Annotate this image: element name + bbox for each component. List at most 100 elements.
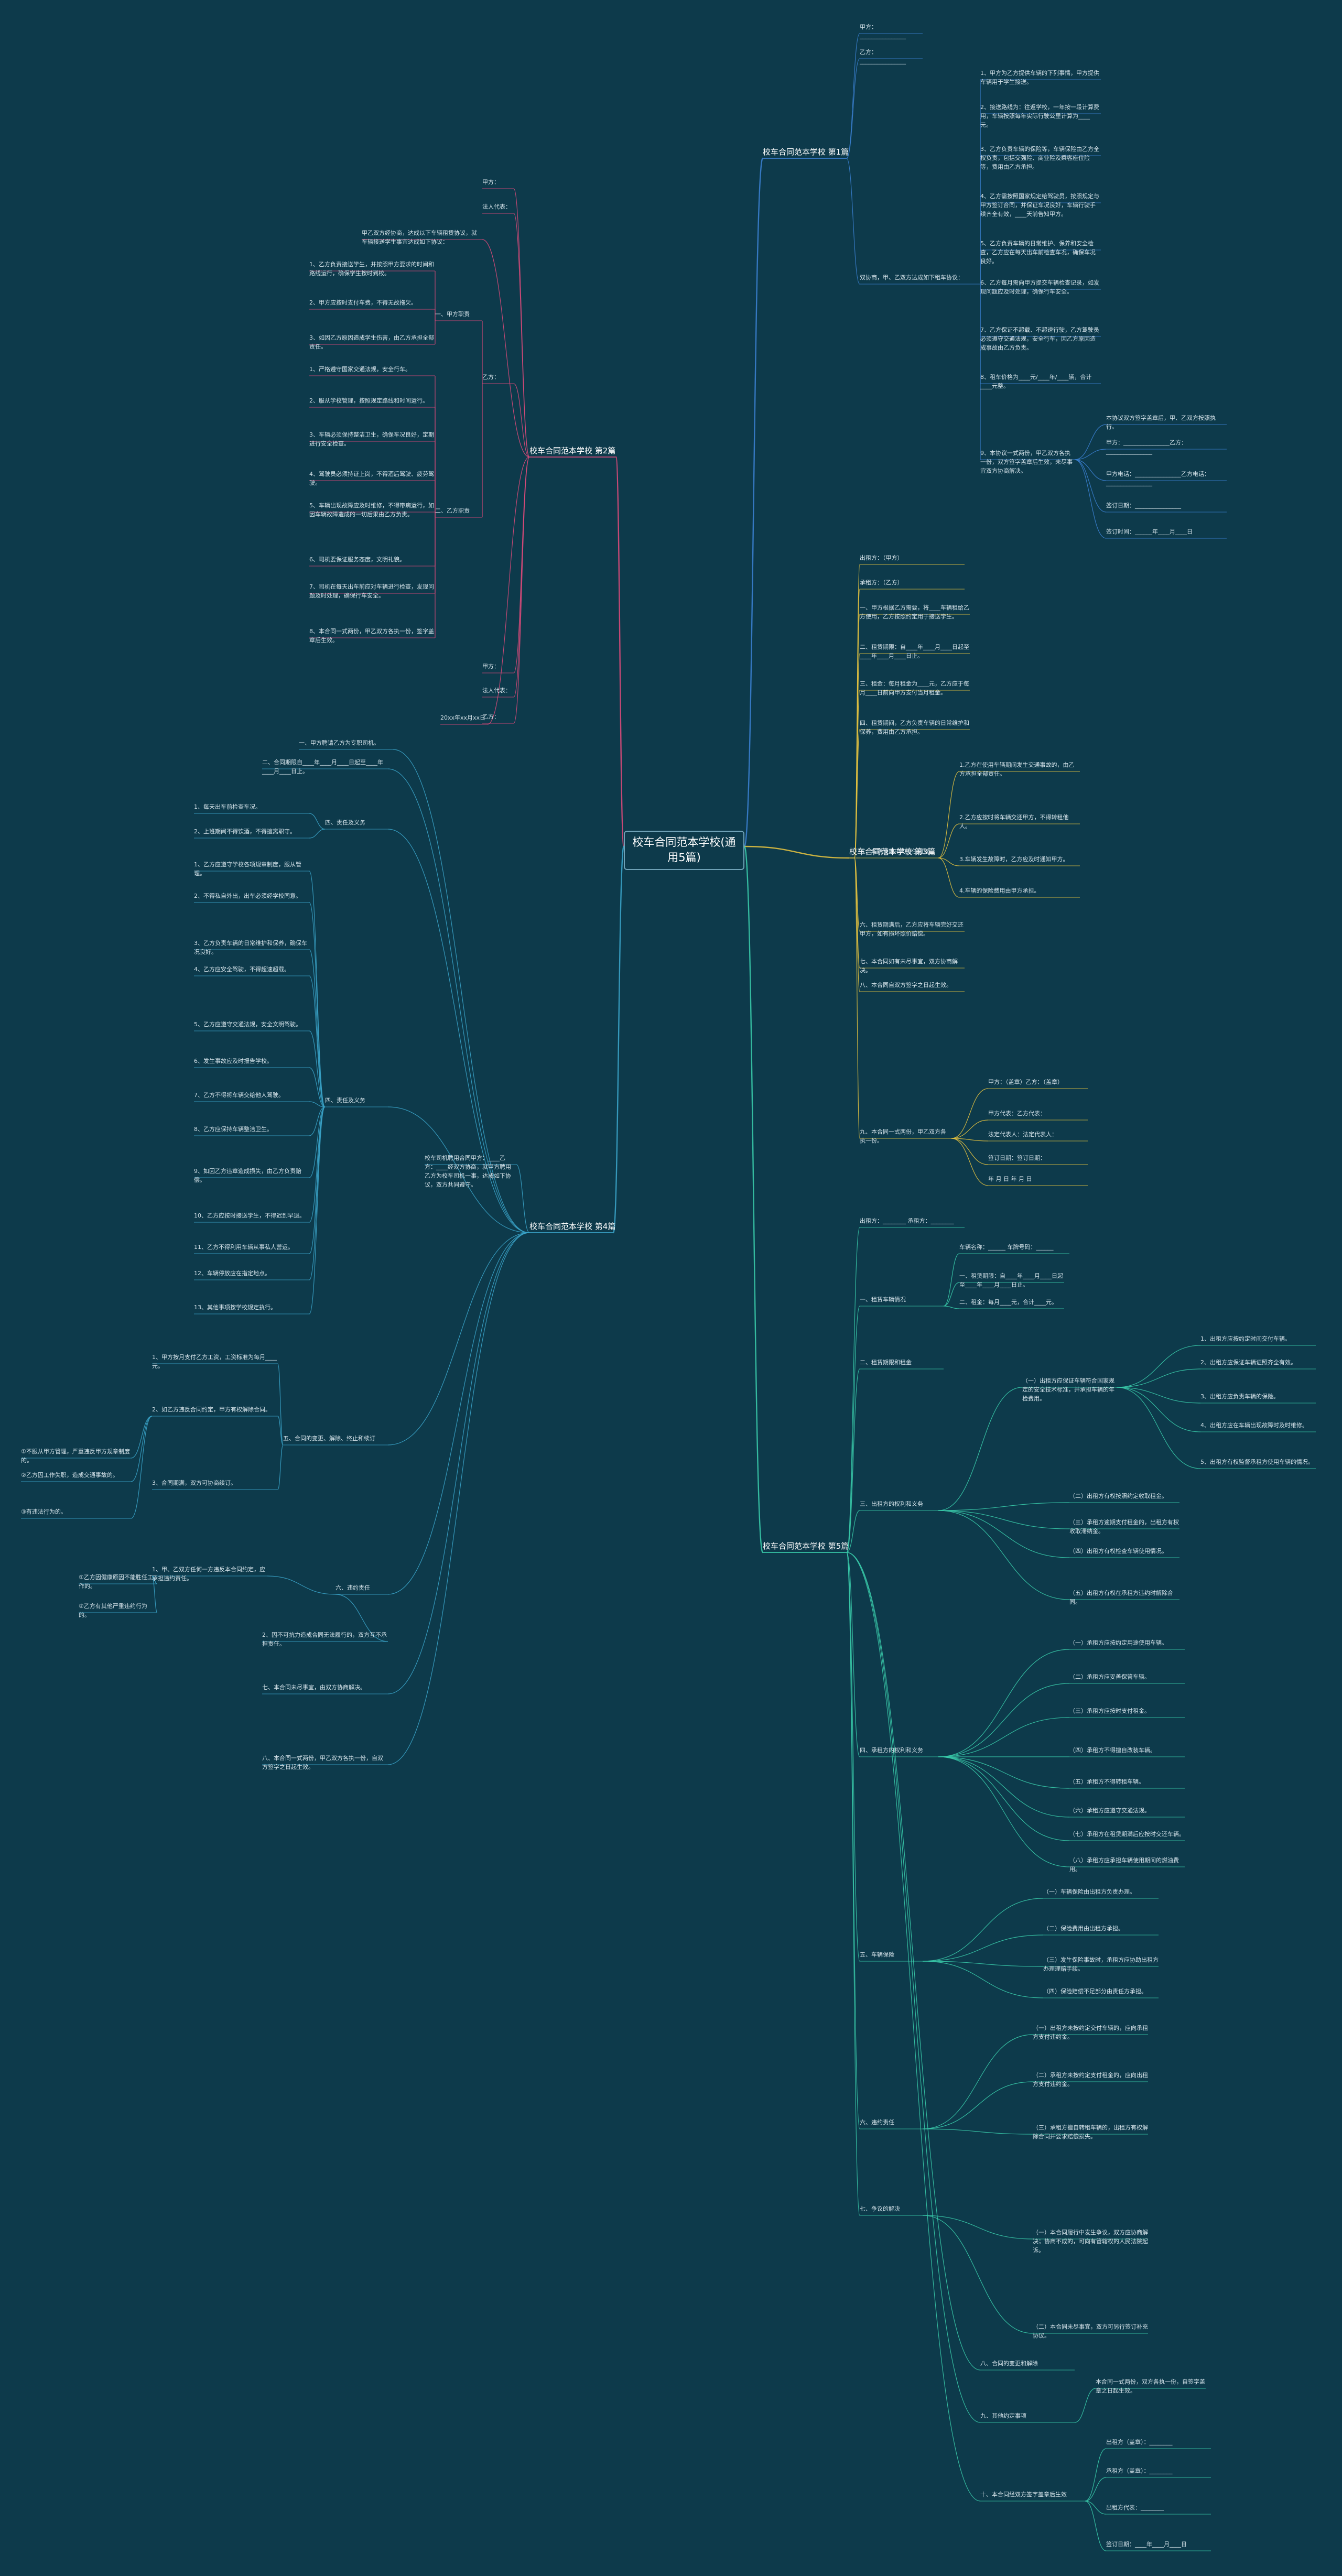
connector xyxy=(938,1717,1070,1757)
connector xyxy=(387,768,530,1233)
node-c5-g1a: 车辆名称：______ 车牌号码：______ xyxy=(959,1244,1054,1251)
node-c5-g5a-0: （一）车辆保险由出租方负责办理。 xyxy=(1043,1888,1135,1895)
node-c3-items-2: 三、租金：每月租金为____元，乙方应于每月____日前向甲方支付当月租金。 xyxy=(860,680,969,697)
connector xyxy=(1074,459,1107,539)
connector xyxy=(309,1106,326,1280)
node-c2-a_duties-2: 3、如因乙方原因造成学生伤害，由乙方承担全部责任。 xyxy=(309,334,434,351)
connector xyxy=(393,749,530,1233)
node-c5-g5a-2: （三）发生保险事故时，承租方应协助出租方办理理赔手续。 xyxy=(1043,1957,1159,1973)
node-c4-duties-12: 11、乙方不得利用车辆从事私人营运。 xyxy=(194,1244,294,1251)
node-c1-items-1: 2、接送路线为：往返学校，一年按一段计算费用，车辆按照每年实际行驶公里计算为__… xyxy=(980,104,1099,129)
node-c4-wages-0: 1、甲方按月支付乙方工资，工资标准为每月____元。 xyxy=(152,1354,277,1370)
connector xyxy=(846,1552,860,2216)
node-chapters-2: 校车合同范本学校 第3篇 xyxy=(849,847,936,856)
node-c5-g1b-0: 一、租赁期限：自____年____月____日起至____年____月____日… xyxy=(959,1273,1063,1289)
node-c2-a_duties-0: 1、乙方负责接送学生，并按照甲方要求的时间和路线运行，确保学生按时到校。 xyxy=(309,261,434,277)
connector xyxy=(846,1552,981,2371)
connector xyxy=(938,1502,1070,1511)
node-c4-duties-14: 13、其他事项按学校规定执行。 xyxy=(194,1304,276,1311)
node-c3-sign-3: 签订日期：签订日期： xyxy=(988,1155,1046,1161)
node-c5-g7a-1: （二）本合同未尽事宜，双方可另行签订补充协议。 xyxy=(1033,2323,1148,2340)
connector xyxy=(938,857,960,898)
connector xyxy=(922,2034,1033,2129)
connector xyxy=(922,2128,1033,2135)
connector xyxy=(938,1756,1070,1841)
connector xyxy=(387,1232,530,1445)
node-c2-sign_contact: 法人代表： xyxy=(482,687,511,694)
node-c4-duties-1: 2、上班期间不得饮酒，不得擅离职守。 xyxy=(194,828,296,835)
node-c3-fields-0: 出租方：（甲方） xyxy=(860,555,903,561)
node-c4-notes-1: 2、因不可抗力造成合同无法履行的，双方互不承担责任。 xyxy=(262,1632,387,1648)
node-c4-notes-0: 1、甲、乙双方任何一方违反本合同约定，应承担违约责任。 xyxy=(152,1566,265,1582)
node-c2-b_duties-7: 8、本合同一式两份，甲乙双方各执一份，签字盖章后生效。 xyxy=(309,628,434,644)
node-c3-tail-2: 八、本合同自双方签字之日起生效。 xyxy=(860,982,952,988)
node-c2-sign_a: 甲方： xyxy=(482,663,500,670)
node-c1-items-2: 3、乙方负责车辆的保险等，车辆保险由乙方全权负责，包括交强险、商业险及乘客座位险… xyxy=(980,146,1099,171)
node-c5-g7a-0: （一）本合同履行中发生争议，双方应协商解决；协商不成的，可向有管辖权的人民法院起… xyxy=(1033,2229,1148,2254)
node-c3-sub_items-1: 2.乙方应按时将车辆交还甲方，不得转租他人。 xyxy=(959,814,1069,830)
node-c4-duty_label: 四、责任及义务 xyxy=(325,819,365,826)
connector xyxy=(938,823,960,858)
connector xyxy=(922,1898,1044,1962)
node-c5-g2: 二、租赁期限和租金 xyxy=(860,1359,912,1366)
connector xyxy=(387,829,530,1233)
node-c3-sub_items-2: 3.车辆发生故障时，乙方应及时通知甲方。 xyxy=(959,856,1069,863)
connector xyxy=(943,1253,960,1307)
node-c5-g9a: 本合同一式两份，双方各执一份，自签字盖章之日起生效。 xyxy=(1096,2378,1205,2395)
node-c3-sign-1: 甲方代表：乙方代表： xyxy=(988,1110,1046,1117)
connector xyxy=(951,1088,989,1139)
node-c5-g3c-2: （四）出租方有权检查车辆使用情况。 xyxy=(1069,1548,1167,1555)
node-c2-contact_a: 法人代表： xyxy=(482,203,511,210)
node-c4-top-0: 一、甲方聘请乙方为专职司机。 xyxy=(299,740,380,746)
node-c4-duties-6: 5、乙方应遵守交通法规，安全文明驾驶。 xyxy=(194,1021,301,1028)
node-c5-g5a-1: （二）保险费用由出租方承担。 xyxy=(1043,1925,1124,1932)
connector xyxy=(951,1119,989,1139)
connector xyxy=(309,1101,326,1107)
connector xyxy=(131,1416,153,1482)
connector xyxy=(1116,1368,1201,1388)
node-c2-b_duties-5: 6、司机要保证服务态度，文明礼貌。 xyxy=(309,556,405,563)
node-c2-a_duties-1: 2、甲方应按时支付车费，不得无故拖欠。 xyxy=(309,299,417,306)
connector xyxy=(743,157,764,847)
node-c1-sign-2: 签订日期：________________ xyxy=(1106,502,1181,509)
node-c3-sign-0: 甲方：（盖章）乙方：（盖章） xyxy=(988,1079,1063,1085)
node-c5-g3b-1: 2、出租方应保证车辆证照齐全有效。 xyxy=(1200,1359,1296,1366)
node-c5-sign-2: 出租方代表：________ xyxy=(1106,2504,1164,2511)
node-c5-g3c-1: （三）承租方逾期支付租金的，出租方有权收取滞纳金。 xyxy=(1069,1519,1179,1535)
node-chapters-3: 校车合同范本学校 第4篇 xyxy=(529,1222,616,1231)
node-c5-g3c-0: （二）出租方有权按照约定收取租金。 xyxy=(1069,1493,1167,1499)
connector xyxy=(951,1138,989,1165)
node-c5-g3c-3: （五）出租方有权在承租方违约时解除合同。 xyxy=(1069,1590,1173,1606)
node-c3-fields-1: 承租方：（乙方） xyxy=(860,579,903,586)
connector xyxy=(854,857,860,1139)
connector xyxy=(387,1232,530,1595)
connector xyxy=(151,1575,158,1613)
node-c5-g7: 七、争议的解决 xyxy=(860,2205,900,2212)
connector xyxy=(854,729,860,858)
connector xyxy=(938,1387,1023,1511)
connector xyxy=(922,1961,1044,1998)
node-c4-end-0: 七、本合同未尽事宜，由双方协商解决。 xyxy=(262,1684,366,1691)
node-c4-duties-0: 1、每天出车前检查车况。 xyxy=(194,803,261,810)
node-c4-side-1: ②乙方因工作失职，造成交通事故的。 xyxy=(21,1472,118,1479)
connector xyxy=(309,902,326,1107)
node-c4-wage_label: 五、合同的变更、解除、终止和续订 xyxy=(283,1435,375,1442)
node-c5-g10: 十、本合同经双方签字盖章后生效 xyxy=(980,2491,1067,2498)
connector xyxy=(846,1552,860,2129)
connector xyxy=(1074,424,1107,460)
connector xyxy=(938,1683,1070,1757)
node-c1-party_a: 甲方：________________ xyxy=(860,24,906,40)
connector xyxy=(1074,449,1107,460)
connector xyxy=(938,1756,1070,1818)
node-c5-g6a-2: （三）承租方擅自转租车辆的，出租方有权解除合同并要求赔偿损失。 xyxy=(1033,2124,1148,2140)
connector xyxy=(1116,1387,1201,1469)
node-c5-g5a-3: （四）保险赔偿不足部分由责任方承担。 xyxy=(1043,1988,1147,1995)
node-c5-g3b-4: 5、出租方有权监督承租方使用车辆的情况。 xyxy=(1200,1459,1314,1465)
connector xyxy=(612,845,625,1234)
connector xyxy=(922,2215,1033,2334)
root-topic: 校车合同范本学校(通用5篇) xyxy=(624,831,744,870)
connector xyxy=(943,1282,960,1307)
connector xyxy=(1116,1345,1201,1388)
connector xyxy=(513,213,530,458)
connector xyxy=(1074,459,1107,513)
